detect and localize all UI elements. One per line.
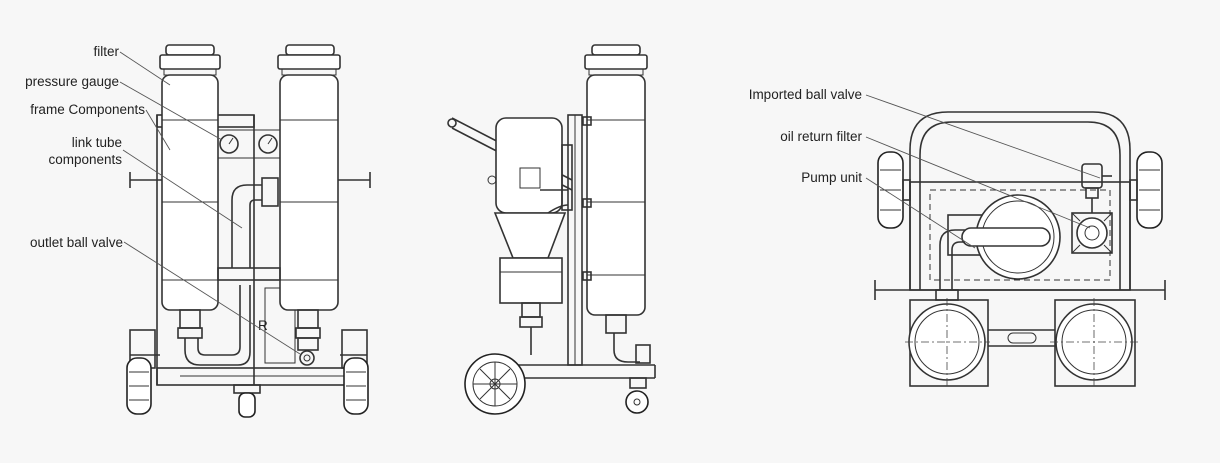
label-pressure-gauge: pressure gauge bbox=[25, 74, 119, 89]
side-filter bbox=[582, 44, 651, 364]
outlet-ball-valve bbox=[297, 337, 319, 366]
imported-ball-valve bbox=[1081, 163, 1112, 213]
top-handle bbox=[909, 111, 1131, 290]
link-tube-components bbox=[184, 177, 279, 366]
label-outlet-ball-valve: outlet ball valve bbox=[30, 235, 123, 250]
front-caster bbox=[233, 384, 261, 418]
pump-housing bbox=[493, 212, 567, 355]
top-filter-left bbox=[905, 289, 990, 388]
front-wheel-right bbox=[343, 357, 369, 415]
top-view: Imported ball valve oil return filter Pu… bbox=[749, 87, 1166, 388]
handle-knob bbox=[447, 118, 457, 128]
side-wheel bbox=[464, 353, 526, 415]
pump-unit bbox=[939, 194, 1061, 290]
oil-return-filter bbox=[1071, 212, 1113, 254]
front-wheel-left bbox=[126, 357, 152, 415]
filter-left bbox=[159, 44, 221, 339]
filter-right bbox=[277, 44, 341, 339]
label-link-tube-line1: link tube bbox=[72, 135, 122, 150]
label-oil-return-filter: oil return filter bbox=[780, 129, 862, 144]
frame-components: R bbox=[129, 114, 371, 386]
filter-band bbox=[217, 267, 281, 281]
top-wheel-left bbox=[877, 151, 911, 229]
side-caster bbox=[625, 377, 649, 414]
motor bbox=[487, 117, 573, 214]
label-link-tube-line2: components bbox=[48, 152, 122, 167]
label-imported-ball-valve: Imported ball valve bbox=[749, 87, 862, 102]
top-link-tube bbox=[988, 329, 1055, 347]
top-wheel-right bbox=[1129, 151, 1163, 229]
front-view: R bbox=[25, 44, 371, 418]
side-view bbox=[447, 44, 656, 415]
label-frame-components: frame Components bbox=[30, 102, 145, 117]
top-filter-right bbox=[1050, 298, 1138, 388]
pressure-gauge bbox=[214, 129, 286, 159]
hidden-tank-outline bbox=[929, 189, 1111, 281]
plate-mark-text: R bbox=[258, 318, 268, 333]
label-pump-unit: Pump unit bbox=[801, 170, 862, 185]
label-filter: filter bbox=[93, 44, 119, 59]
